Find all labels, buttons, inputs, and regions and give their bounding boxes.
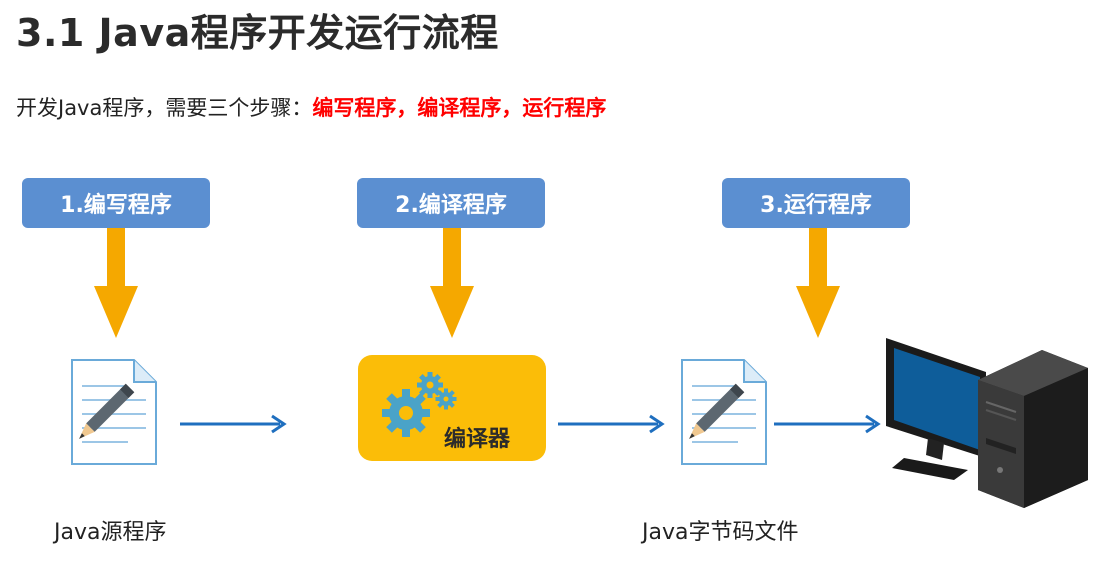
step-2-label: 2.编译程序	[357, 178, 545, 228]
document-pencil-icon	[71, 359, 157, 465]
document-pencil-icon	[681, 359, 767, 465]
right-arrow-icon	[774, 414, 881, 434]
step-3-label: 3.运行程序	[722, 178, 910, 228]
subtitle: 开发Java程序，需要三个步骤：编写程序，编译程序，运行程序	[16, 92, 606, 122]
right-arrow-icon	[180, 414, 287, 434]
bytecode-caption: Java字节码文件	[642, 520, 799, 545]
step-1-label: 1.编写程序	[22, 178, 210, 228]
compiler-label: 编译器	[444, 427, 511, 452]
source-caption: Java源程序	[54, 520, 167, 545]
desktop-computer-icon	[886, 338, 1088, 508]
down-arrow-icon	[430, 228, 474, 338]
subtitle-prefix: 开发Java程序，需要三个步骤：	[16, 96, 313, 120]
right-arrow-icon	[558, 414, 665, 434]
subtitle-highlight: 编写程序，编译程序，运行程序	[312, 96, 607, 120]
down-arrow-icon	[796, 228, 840, 338]
compiler-box: 编译器	[358, 355, 546, 461]
page-title: 3.1 Java程序开发运行流程	[16, 11, 499, 55]
down-arrow-icon	[94, 228, 138, 338]
gears-icon	[382, 372, 457, 437]
